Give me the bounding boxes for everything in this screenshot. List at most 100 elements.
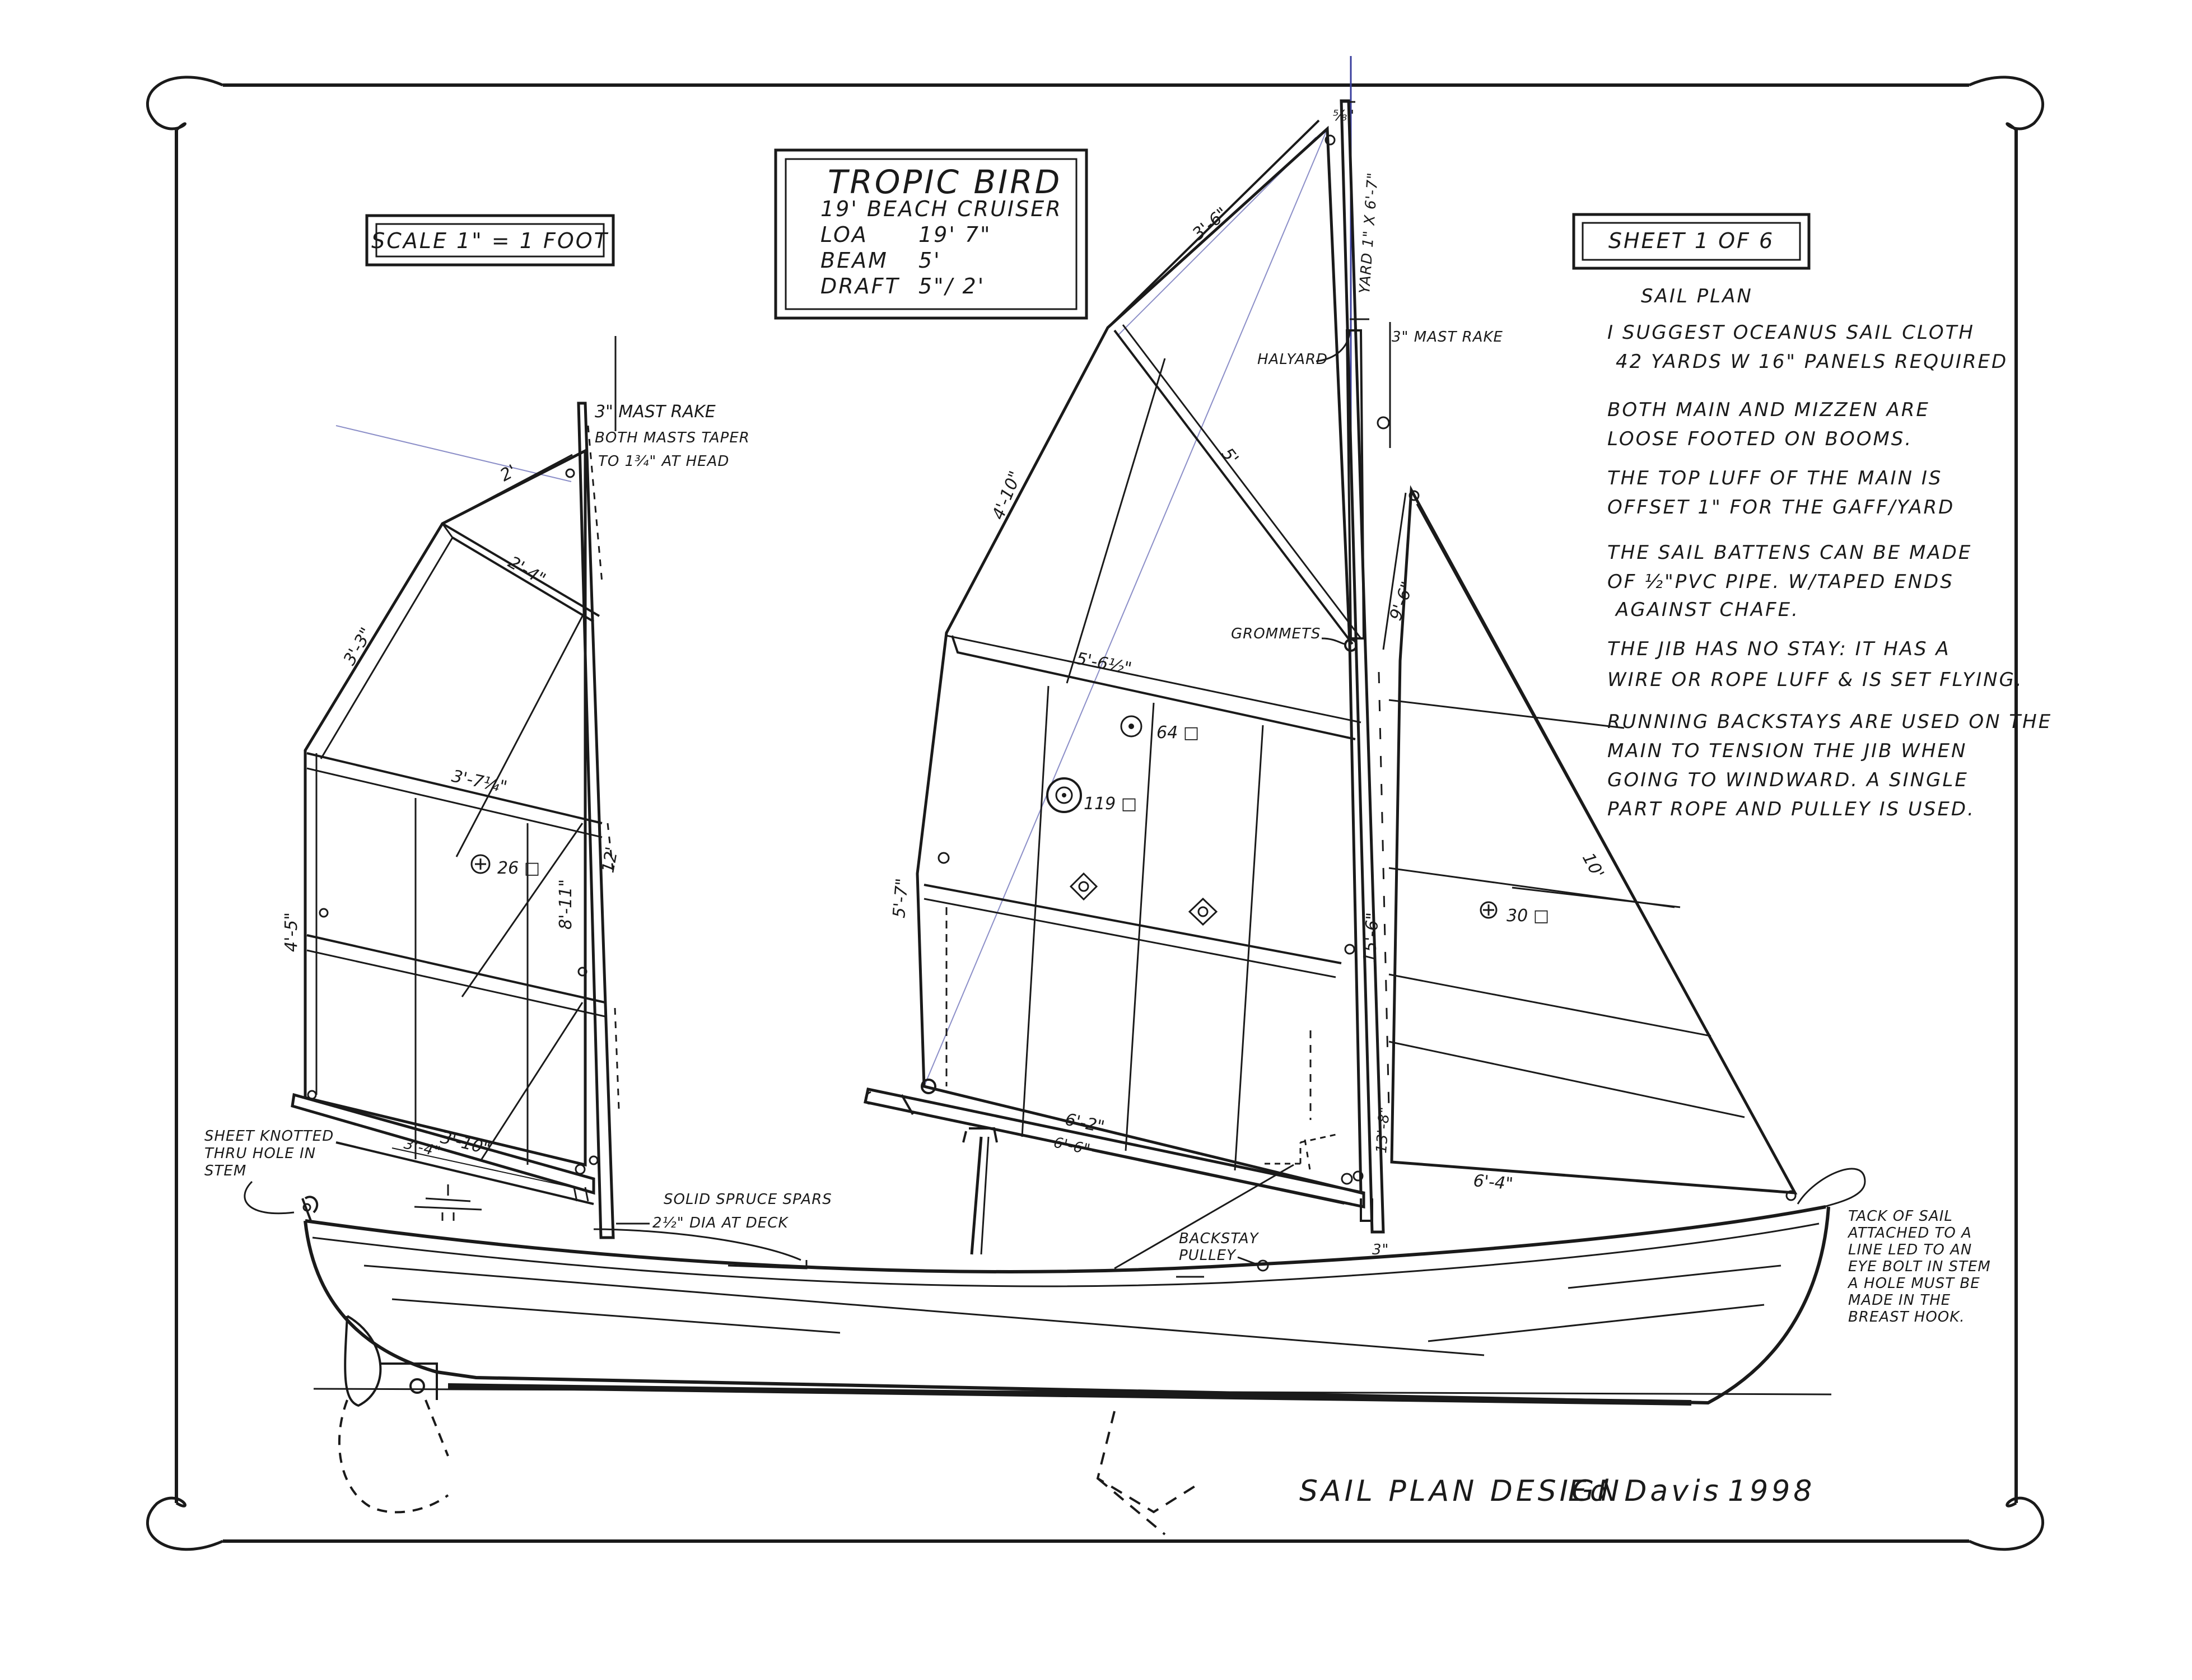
dim-label: 6'-2" [1063,1110,1106,1137]
guide-line [924,128,1328,1087]
dim-label: 3'-6" [1189,204,1232,244]
jib-panel-seam [1388,699,1625,729]
mizzen-batten [306,752,603,824]
mizzen-sail-outline [304,448,587,1167]
main-boom [864,1088,1373,1222]
grommet [938,852,950,864]
tack-note: LINE LED TO AN [1848,1242,1972,1258]
corner-scroll-top-left [146,76,223,131]
center-of-effort-icon [470,854,491,874]
backstay-pulley-label: PULLEY [1179,1247,1237,1264]
tack-note: TACK OF SAIL [1848,1208,1953,1225]
tack-line [1797,1168,1866,1211]
scale-label: SCALE 1" = 1 FOOT [371,228,609,253]
sheet-knot-note: SHEET KNOTTED [204,1128,334,1145]
signature-author: Ed Davis [1568,1474,1722,1508]
note-line: RUNNING BACKSTAYS ARE USED ON THE [1607,711,2052,733]
note-line: 42 YARDS W 16" PANELS REQUIRED [1616,351,2008,373]
tack-note: MADE IN THE [1848,1292,1951,1309]
grommet [565,468,575,478]
jib-dimensions: 9'-6" 10' 6'-4" 30 □ [1386,579,1608,1194]
mast-taper-note: BOTH MASTS TAPER [595,430,750,446]
center-of-effort-icon [1483,904,1494,916]
rudder-down-position [338,1399,449,1514]
main-panel-seam [1066,358,1166,684]
cleat-icon [414,1184,482,1221]
notes-heading: SAIL PLAN [1641,285,1753,307]
waterline [313,1388,1832,1396]
halyard-label: HALYARD [1257,351,1328,368]
tack-note: A HOLE MUST BE [1847,1275,1980,1292]
main-mast-rake-label: 3" MAST RAKE [1392,329,1503,346]
jib-area: 30 □ [1507,906,1549,926]
mizzen-area: 26 □ [497,858,540,878]
dim-label: 3'-4" [402,1136,442,1161]
beam-value: 5' [918,248,941,273]
draft-label: DRAFT [820,274,900,298]
dim-label: 4'-5" [282,912,301,952]
grommet [307,1090,317,1100]
mizzen-mast-rake-label: 3" MAST RAKE [595,402,716,422]
note-line: I SUGGEST OCEANUS SAIL CLOTH [1607,321,1975,344]
note-line: OF ½"PVC PIPE. W/TAPED ENDS [1607,571,1954,593]
dim-label: 3'-3" [340,624,377,669]
dim-label: 2'-4" [505,553,549,590]
spars-note: 2½" DIA AT DECK [652,1215,789,1231]
spars-note: SOLID SPRUCE SPARS [664,1191,832,1208]
grommets-label: GROMMETS [1231,626,1321,642]
tack-note: BREAST HOOK. [1848,1309,1965,1326]
dim-label: 15'-6" [1360,912,1383,963]
note-line: LOOSE FOOTED ON BOOMS. [1607,428,1913,450]
note-line: WIRE OR ROPE LUFF & IS SET FLYING. [1607,669,2023,691]
note-line: OFFSET 1" FOR THE GAFF/YARD [1607,496,1955,519]
main-batten [924,884,1342,964]
backstay-pulley-label: BACKSTAY [1179,1230,1260,1247]
draft-value: 5"/ 2' [918,274,985,298]
stat-symbol-icon [1069,872,1098,901]
tack-note: EYE BOLT IN STEM [1848,1258,1991,1275]
note-line: MAIN TO TENSION THE JIB WHEN [1607,740,1967,762]
grommet [1409,490,1420,501]
mizzen-mast [577,336,620,1239]
note-line: THE JIB HAS NO STAY: IT HAS A [1607,638,1951,660]
guide-line [335,425,572,482]
hull-strake [1428,1304,1765,1342]
dim-label: 13'-8" [1373,1105,1393,1154]
stat-symbol-icon [1120,715,1142,738]
loa-label: LOA [820,222,868,247]
main-panel-seam [1021,685,1050,1137]
dim-label: 10' [1578,850,1608,881]
corner-scroll-bottom-left [146,1496,224,1551]
hull [301,1184,1832,1536]
dim-label: 3'-7¼" [450,767,509,797]
stat-symbol-icon [1046,777,1082,813]
boat-name: TROPIC BIRD [828,163,1062,201]
yard-label: YARD 1" X 6'-7" [1356,172,1382,295]
grommet [319,908,329,918]
yard-top-fraction: ⅝" [1333,108,1355,124]
hull-strake [1568,1264,1781,1289]
stat-symbol-icon [1188,897,1218,926]
sheet-label: SHEET 1 OF 6 [1608,228,1774,253]
jib-panel-seam [1388,973,1711,1037]
sheet-box: SHEET 1 OF 6 [1572,213,1811,270]
mizzen-panel-seam [461,823,584,997]
corner-scroll-bottom-right [1968,1496,2045,1551]
sheer-line [305,1205,1826,1273]
mizzen-panel-seam [481,1002,584,1160]
note-line: GOING TO WINDWARD. A SINGLE [1607,769,1969,791]
note-line: THE SAIL BATTENS CAN BE MADE [1607,542,1972,564]
sheet-knot-note: THRU HOLE IN [204,1145,316,1162]
jib-panel-seam [1388,1040,1745,1118]
grommet [1352,1170,1364,1182]
mizzen-boom [291,1093,595,1205]
mizzen-gaff [451,536,595,623]
main-mast [1340,99,1391,1234]
hull-notes: SHEET KNOTTED THRU HOLE IN STEM SOLID SP… [204,1128,1991,1326]
dim-label: 5'-7" [889,878,912,919]
tack-note: ATTACHED TO A [1847,1225,1972,1242]
sail-plan-notes: SAIL PLAN I SUGGEST OCEANUS SAIL CLOTH 4… [1607,285,2052,820]
grommet [1324,134,1336,146]
centerboard [1096,1411,1200,1514]
main-sail [916,56,1364,1195]
